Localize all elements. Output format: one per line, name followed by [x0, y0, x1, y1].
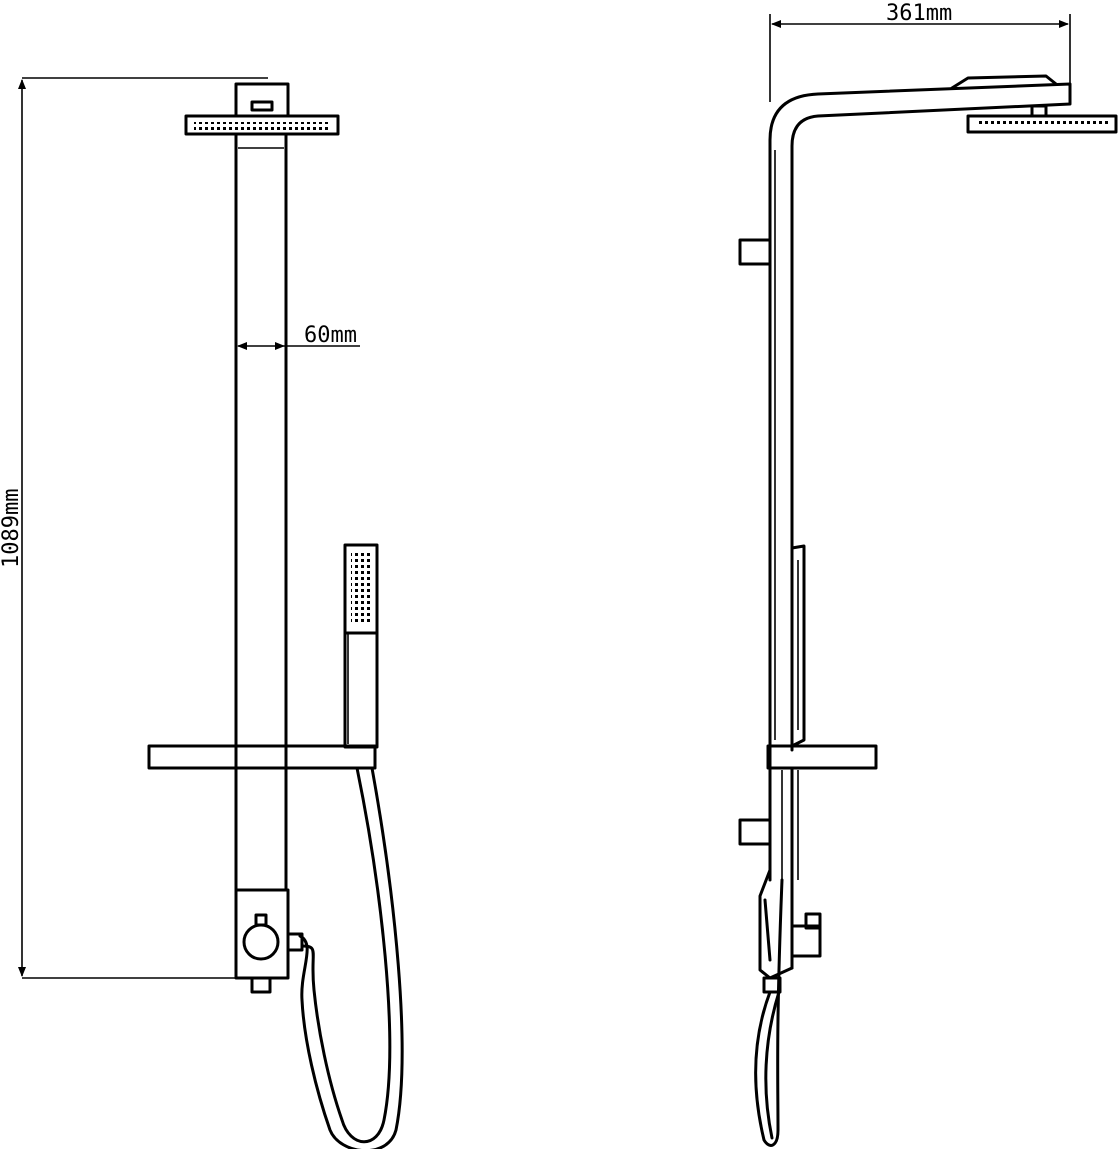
- front-shelf: [147, 744, 377, 770]
- side-lower-wall-bracket: [738, 818, 772, 846]
- front-view: 1089mm 60mm: [0, 77, 404, 1149]
- front-shower-head: [184, 82, 340, 136]
- side-shower-head: [966, 104, 1118, 134]
- front-hose: [298, 766, 404, 1149]
- width-label: 60mm: [304, 323, 357, 348]
- side-shelf: [766, 744, 878, 770]
- side-view: 361mm: [738, 1, 1118, 1147]
- height-dimension: 1089mm: [0, 77, 268, 979]
- height-label: 1089mm: [0, 489, 24, 568]
- projection-dimension: 361mm: [769, 1, 1071, 104]
- side-mixer-valve: [758, 766, 822, 994]
- front-riser-column: [234, 132, 288, 892]
- side-upper-wall-bracket: [738, 238, 772, 266]
- front-mixer-valve: [234, 888, 304, 994]
- width-dimension: 60mm: [237, 323, 360, 350]
- side-overhead-arm: [768, 74, 1072, 882]
- projection-label: 361mm: [886, 1, 952, 26]
- side-hose: [754, 878, 784, 1147]
- front-hand-shower: [343, 543, 379, 749]
- side-hand-shower: [790, 544, 806, 748]
